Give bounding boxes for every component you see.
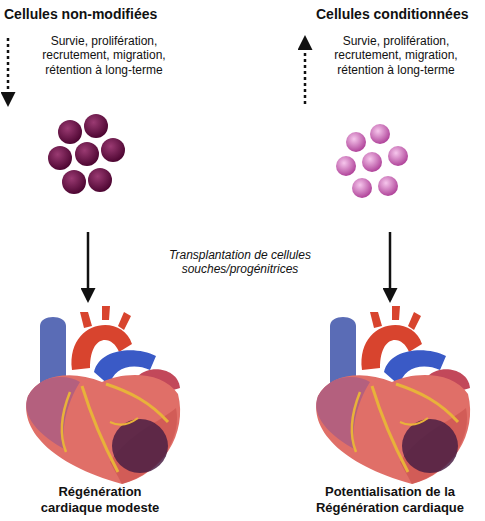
arrow-down [87, 232, 90, 300]
unmodified-cells [48, 114, 125, 194]
outcome-label: Régénération cardiaque modeste [30, 484, 170, 515]
process-label: Transplantation de cellules souches/prog… [150, 248, 330, 277]
heart-illustration [316, 306, 470, 484]
arrow-down [389, 232, 392, 300]
property-note: Survie, prolifération, recrutement, migr… [318, 34, 474, 77]
dashed-arrow-up [304, 38, 307, 104]
column-heading: Cellules non-modifiées [4, 6, 214, 23]
conditioned-cells [336, 124, 408, 198]
outcome-label: Potentialisation de la Régénération card… [300, 484, 480, 515]
dashed-arrow-down [7, 38, 10, 104]
heart-illustration [26, 306, 180, 484]
property-note: Survie, prolifération, recrutement, migr… [26, 34, 182, 77]
column-heading: Cellules conditionnées [316, 6, 481, 23]
